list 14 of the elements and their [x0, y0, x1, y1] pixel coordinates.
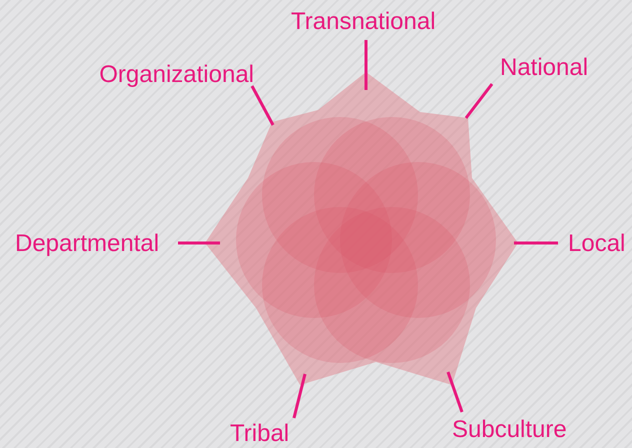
- category-label: Departmental: [15, 230, 160, 258]
- leader-line: [446, 372, 464, 412]
- leader-line: [514, 242, 558, 244]
- category-label: National: [500, 54, 588, 82]
- category-label: Local: [568, 230, 626, 258]
- category-label: Tribal: [230, 420, 290, 448]
- category-label: Organizational: [99, 61, 254, 89]
- leader-line: [464, 83, 494, 119]
- leader-line: [364, 40, 368, 90]
- leader-line: [250, 85, 274, 126]
- category-label: Transnational: [291, 8, 436, 36]
- leader-line: [178, 242, 220, 244]
- category-label: Subculture: [452, 416, 567, 444]
- leader-line: [292, 374, 306, 418]
